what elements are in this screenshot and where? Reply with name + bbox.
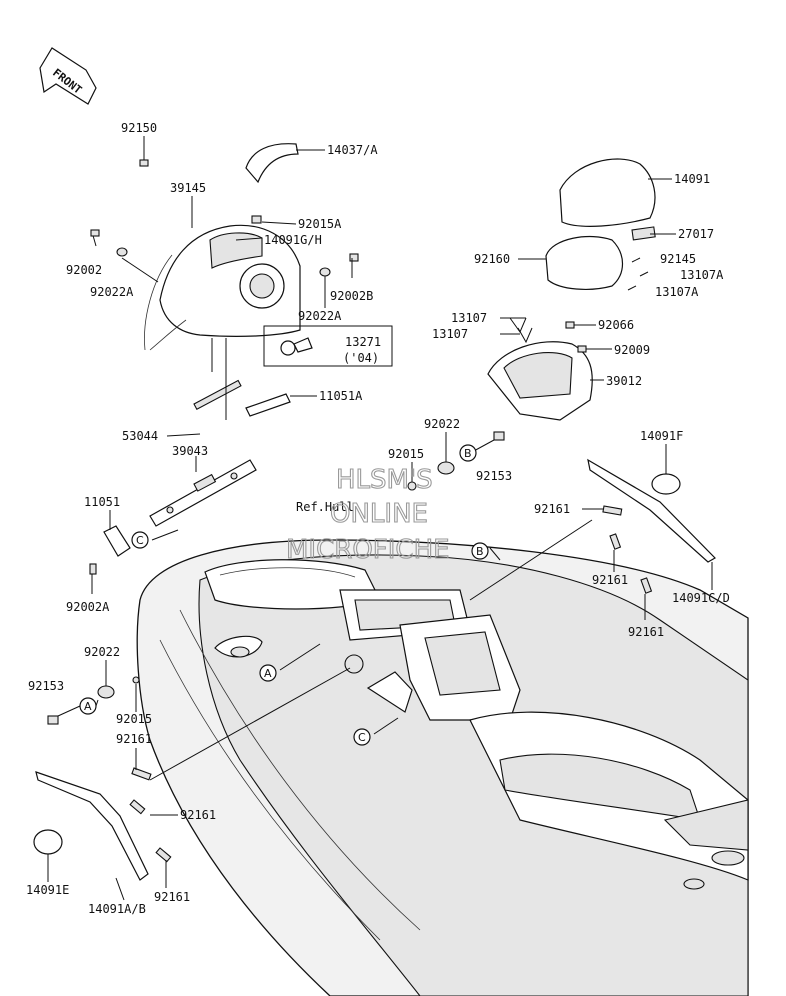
label-14091e: 14091E — [26, 883, 69, 897]
ref-marker-a-hull: A — [259, 664, 277, 682]
label-92022a-right: 92022A — [298, 309, 342, 323]
label-92161-r3: 92161 — [628, 625, 664, 639]
label-14037a: 14037/A — [327, 143, 378, 157]
svg-text:A: A — [84, 700, 92, 713]
label-92002b: 92002B — [330, 289, 373, 303]
label-92153-mid: 92153 — [476, 469, 512, 483]
label-92022-left: 92022 — [84, 645, 120, 659]
ref-marker-b-upper: B — [459, 444, 477, 462]
ref-marker-b-lower: B — [471, 542, 489, 560]
label-53044: 53044 — [122, 429, 158, 443]
label-92002a: 92002A — [66, 600, 110, 614]
label-14091ab: 14091A/B — [88, 902, 146, 916]
label-14091: 14091 — [674, 172, 710, 186]
label-13107a-1: 13107A — [680, 268, 724, 282]
label-92161-l1: 92161 — [116, 732, 152, 746]
bolt-92002 — [90, 229, 100, 247]
watermark-line2: ONLINE — [330, 499, 428, 529]
label-92015-left: 92015 — [116, 712, 152, 726]
label-14091f: 14091F — [640, 429, 683, 443]
svg-text:C: C — [358, 731, 366, 744]
watermark: HLSM'S ONLINE MICROFICHE — [285, 464, 450, 565]
label-13107-1: 13107 — [451, 311, 487, 325]
label-92015a: 92015A — [298, 217, 342, 231]
hull-drawing — [136, 539, 749, 996]
label-ref-hull: Ref.Hull — [296, 500, 354, 514]
label-04: ('04) — [343, 351, 379, 365]
ref-marker-c-hull: C — [353, 728, 371, 746]
label-92150: 92150 — [121, 121, 157, 135]
label-92002: 92002 — [66, 263, 102, 277]
label-14091cd: 14091C/D — [672, 591, 730, 605]
label-92022-mid: 92022 — [424, 417, 460, 431]
label-39145: 39145 — [170, 181, 206, 195]
label-39043: 39043 — [172, 444, 208, 458]
label-14091gh: 14091G/H — [264, 233, 322, 247]
watermark-line1: HLSM'S — [336, 465, 433, 495]
label-92160: 92160 — [474, 252, 510, 266]
bolt-92150 — [139, 148, 149, 167]
label-27017: 27017 — [678, 227, 714, 241]
svg-text:C: C — [136, 534, 144, 547]
parts-drawing: FRONT — [33, 47, 716, 881]
leader-lines — [47, 136, 713, 901]
label-92161-l3: 92161 — [154, 890, 190, 904]
label-11051: 11051 — [84, 495, 120, 509]
label-92145: 92145 — [660, 252, 696, 266]
label-92015-mid: 92015 — [388, 447, 424, 461]
label-13107a-2: 13107A — [655, 285, 699, 299]
watermark-line3: MICROFICHE — [286, 535, 450, 565]
label-92022a-left: 92022A — [90, 285, 134, 299]
label-39012: 39012 — [606, 374, 642, 388]
label-11051a: 11051A — [319, 389, 363, 403]
label-13271: 13271 — [345, 335, 381, 349]
reference-markers: C B B A C A — [79, 444, 489, 746]
ref-marker-a-left: A — [79, 697, 97, 715]
svg-text:B: B — [464, 447, 472, 460]
front-arrow-icon: FRONT — [39, 47, 97, 105]
label-92153-left: 92153 — [28, 679, 64, 693]
ref-marker-c-upper: C — [131, 531, 149, 549]
label-92009: 92009 — [614, 343, 650, 357]
label-92066: 92066 — [598, 318, 634, 332]
label-13107-2: 13107 — [432, 327, 468, 341]
label-92161-r2: 92161 — [592, 573, 628, 587]
label-92161-l2: 92161 — [180, 808, 216, 822]
label-92161-r1: 92161 — [534, 502, 570, 516]
svg-text:A: A — [264, 667, 272, 680]
part-labels: 92150 14037/A 39145 92015A 14091G/H 9200… — [26, 121, 730, 916]
svg-text:B: B — [476, 545, 484, 558]
